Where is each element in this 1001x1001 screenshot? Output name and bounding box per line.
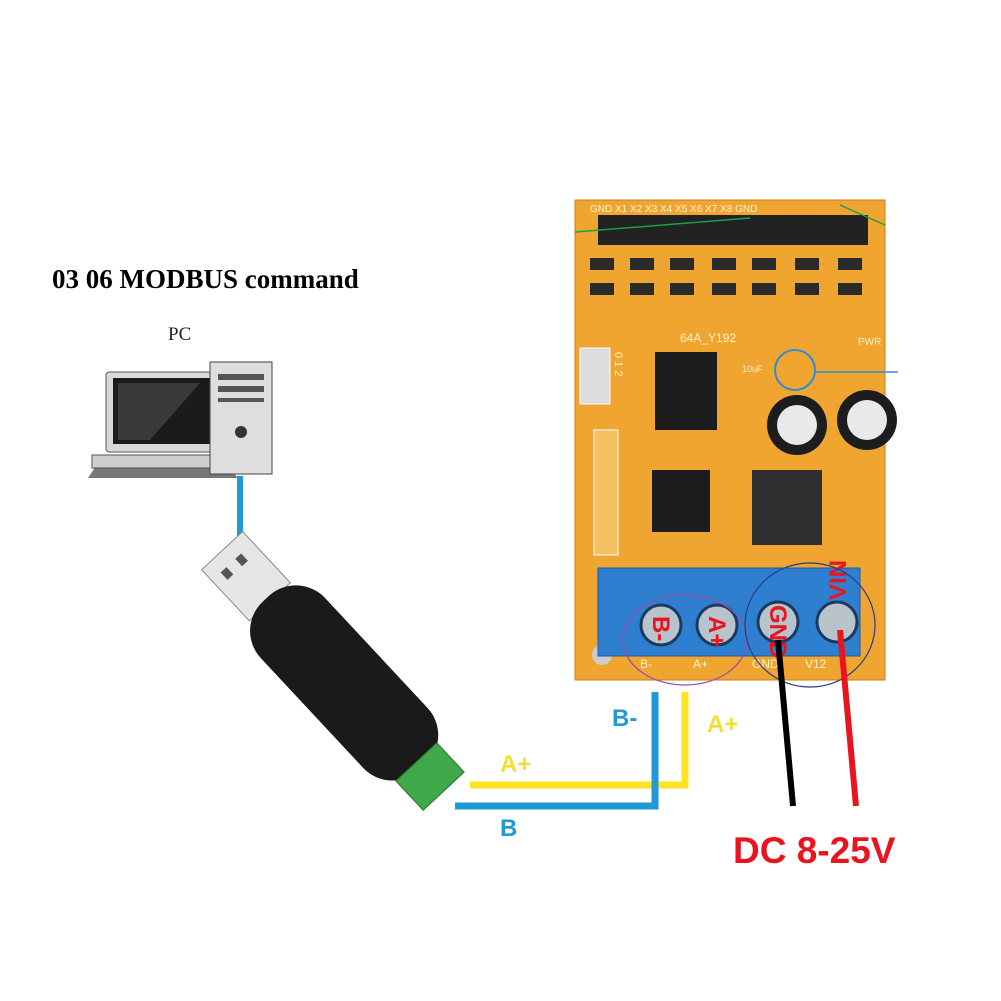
usb-rs485-adapter [200, 530, 465, 811]
board-model: 64A_Y192 [680, 331, 736, 345]
wire-b-minus [455, 692, 659, 810]
cap-label: 10uF [742, 364, 763, 374]
label-b-usb: B [500, 815, 517, 842]
wire-a-plus [470, 692, 689, 789]
silk-v12: V12 [805, 657, 827, 671]
power-supply-label: DC 8-25V [733, 830, 896, 871]
terminal-block: B- A+ GND VIN B- A+ GND V12 [597, 560, 876, 688]
silk-b-minus: B- [640, 657, 652, 671]
ic-chip [655, 352, 717, 430]
terminal-b-minus: B- [647, 616, 674, 641]
pwr-label: PWR [858, 337, 881, 348]
label-b-minus-board: B- [612, 705, 637, 732]
wire-vin [837, 629, 859, 807]
jumper-label: 0 1 2 [612, 352, 624, 376]
wire-gnd [775, 639, 796, 807]
computer-icon [88, 361, 273, 478]
diagram-title: 03 06 MODBUS command [52, 264, 359, 294]
label-a-plus-board: A+ [707, 711, 738, 738]
terminal-vin: VIN [825, 560, 852, 600]
terminal-a-plus: A+ [703, 616, 730, 647]
pc-label: PC [168, 324, 191, 345]
header-label: GND X1 X2 X3 X4 X5 X6 X7 X8 GND [590, 204, 757, 215]
label-a-plus-usb: A+ [500, 751, 531, 778]
silk-a-plus: A+ [693, 657, 708, 671]
silk-gnd: GND [752, 657, 779, 671]
